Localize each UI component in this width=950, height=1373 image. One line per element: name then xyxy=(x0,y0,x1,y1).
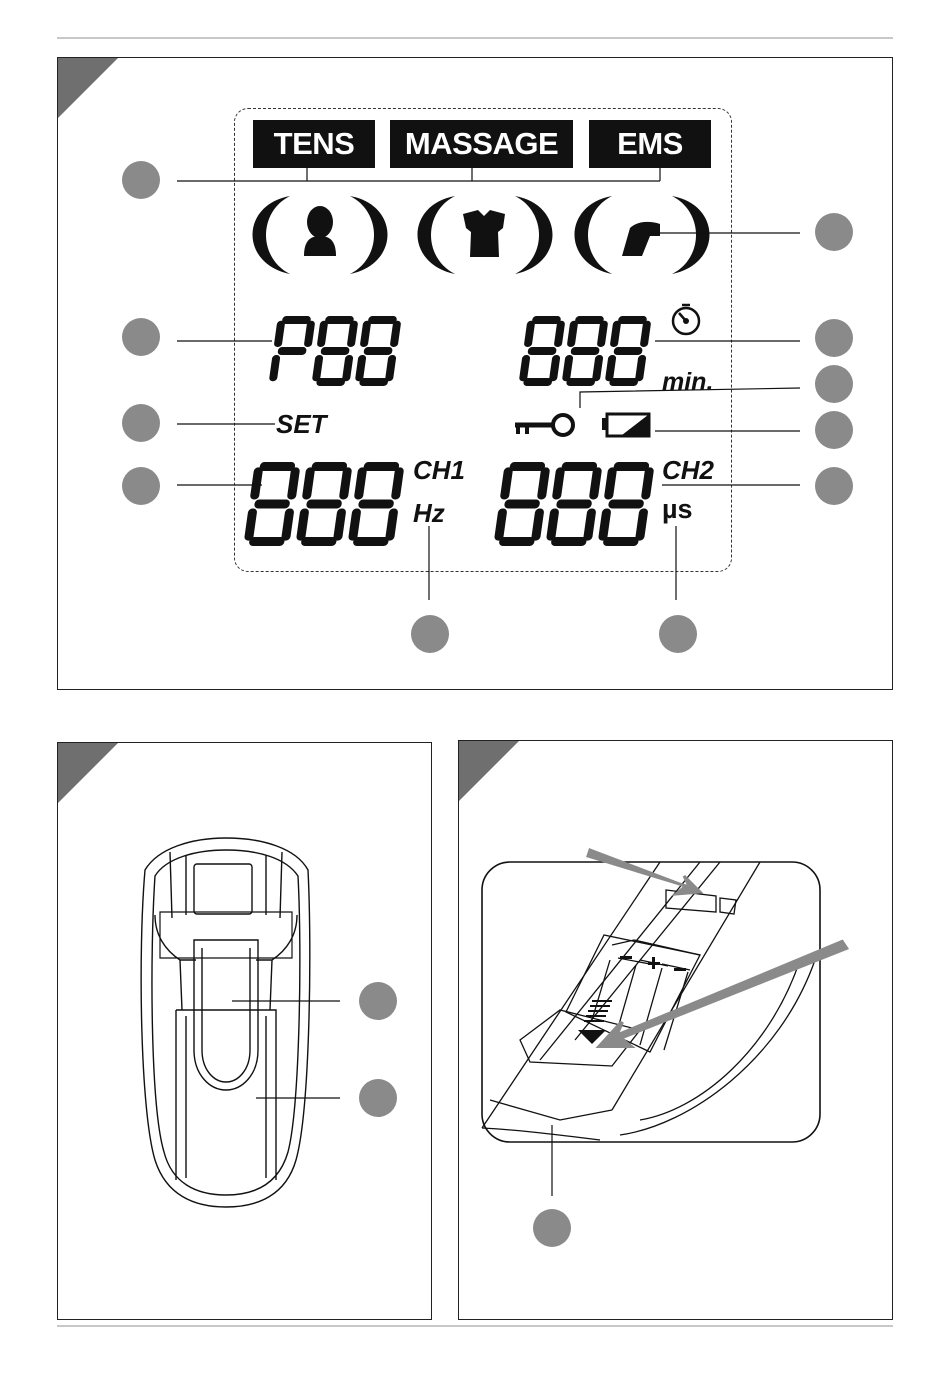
panel-battery-compartment xyxy=(458,740,893,1320)
panel-belt-clip xyxy=(57,742,432,1320)
callout-badge xyxy=(122,161,160,199)
callout-badge xyxy=(122,467,160,505)
torso-icon xyxy=(418,196,553,274)
battery-icon xyxy=(602,414,649,436)
callout-badge xyxy=(122,318,160,356)
callout-badge xyxy=(359,1079,397,1117)
panel-corner-marker xyxy=(58,743,118,803)
callout-badge xyxy=(815,319,853,357)
panel-corner-marker xyxy=(459,741,519,801)
head-neck-icon xyxy=(253,196,388,274)
key-icon xyxy=(515,415,573,435)
callout-badge xyxy=(659,615,697,653)
callout-badge xyxy=(815,365,853,403)
callout-badge xyxy=(815,467,853,505)
timer-icon xyxy=(673,305,699,334)
callout-badge xyxy=(815,411,853,449)
callout-badge xyxy=(122,404,160,442)
callout-badge xyxy=(359,982,397,1020)
callout-badge xyxy=(411,615,449,653)
callout-badge xyxy=(815,213,853,251)
callout-badge xyxy=(533,1209,571,1247)
arm-icon xyxy=(575,196,710,274)
